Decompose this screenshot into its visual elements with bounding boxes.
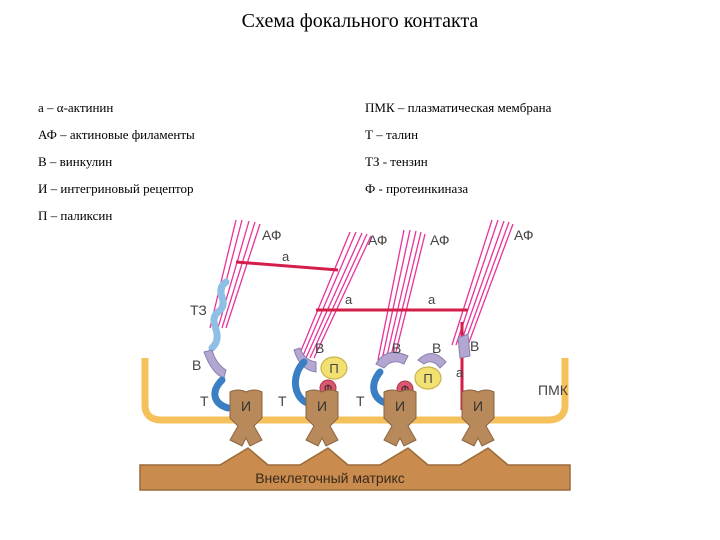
- tensin: [208, 278, 230, 352]
- legend-left: а – α-актинин АФ – актиновые филаменты В…: [38, 100, 195, 235]
- legend-item-kinase: Ф - протеинкиназа: [365, 181, 469, 196]
- af-label-2: АФ: [368, 232, 388, 248]
- plasma-membrane: [141, 358, 569, 424]
- v-label-1: В: [192, 357, 201, 373]
- v-label-3: В: [392, 340, 401, 356]
- legend-item-integrin: И – интегриновый рецептор: [38, 181, 194, 196]
- v-label-5: В: [470, 338, 479, 354]
- a-label-1: а: [282, 249, 290, 264]
- af-label-3: АФ: [430, 232, 450, 248]
- legend-item-alpha-actinin: а – α-актинин: [38, 100, 114, 115]
- af-label-4: АФ: [514, 227, 534, 243]
- a-label-2: а: [345, 292, 353, 307]
- tz-label: ТЗ: [190, 302, 207, 318]
- legend-item-vinculin: В – винкулин: [38, 154, 113, 169]
- v-label-4: В: [432, 340, 441, 356]
- integrins: [229, 389, 495, 447]
- a-label-3: а: [428, 292, 436, 307]
- t-label-3: Т: [356, 393, 365, 409]
- a-label-4: а: [456, 365, 464, 380]
- diagram-title: Схема фокального контакта: [241, 10, 479, 32]
- legend-item-paxillin: П – паликсин: [38, 208, 113, 223]
- paxillin: [320, 356, 442, 390]
- p-label-1: П: [329, 361, 338, 376]
- pmk-label: ПМК: [538, 382, 569, 398]
- matrix-label: Внеклеточный матрикс: [255, 470, 405, 486]
- p-label-2: П: [423, 371, 432, 386]
- legend-item-talin: Т – талин: [365, 127, 419, 142]
- t-label-1: Т: [200, 393, 209, 409]
- i-label-3: И: [395, 398, 405, 414]
- t-label-2: Т: [278, 393, 287, 409]
- f-label-1: Ф: [324, 383, 332, 395]
- i-label-2: И: [317, 398, 327, 414]
- legend-right: ПМК – плазматическая мембрана Т – талин …: [365, 100, 551, 208]
- legend-item-tensin: ТЗ - тензин: [365, 154, 428, 169]
- actin-filaments: [209, 219, 514, 361]
- i-label-1: И: [241, 398, 251, 414]
- legend-item-membrane: ПМК – плазматическая мембрана: [365, 100, 552, 115]
- legend-item-actin-filaments: АФ – актиновые филаменты: [38, 127, 195, 142]
- extracellular-matrix: [139, 447, 571, 491]
- af-label-1: АФ: [262, 227, 282, 243]
- v-label-2: В: [315, 340, 324, 356]
- i-label-4: И: [473, 398, 483, 414]
- vinculin: [203, 333, 471, 379]
